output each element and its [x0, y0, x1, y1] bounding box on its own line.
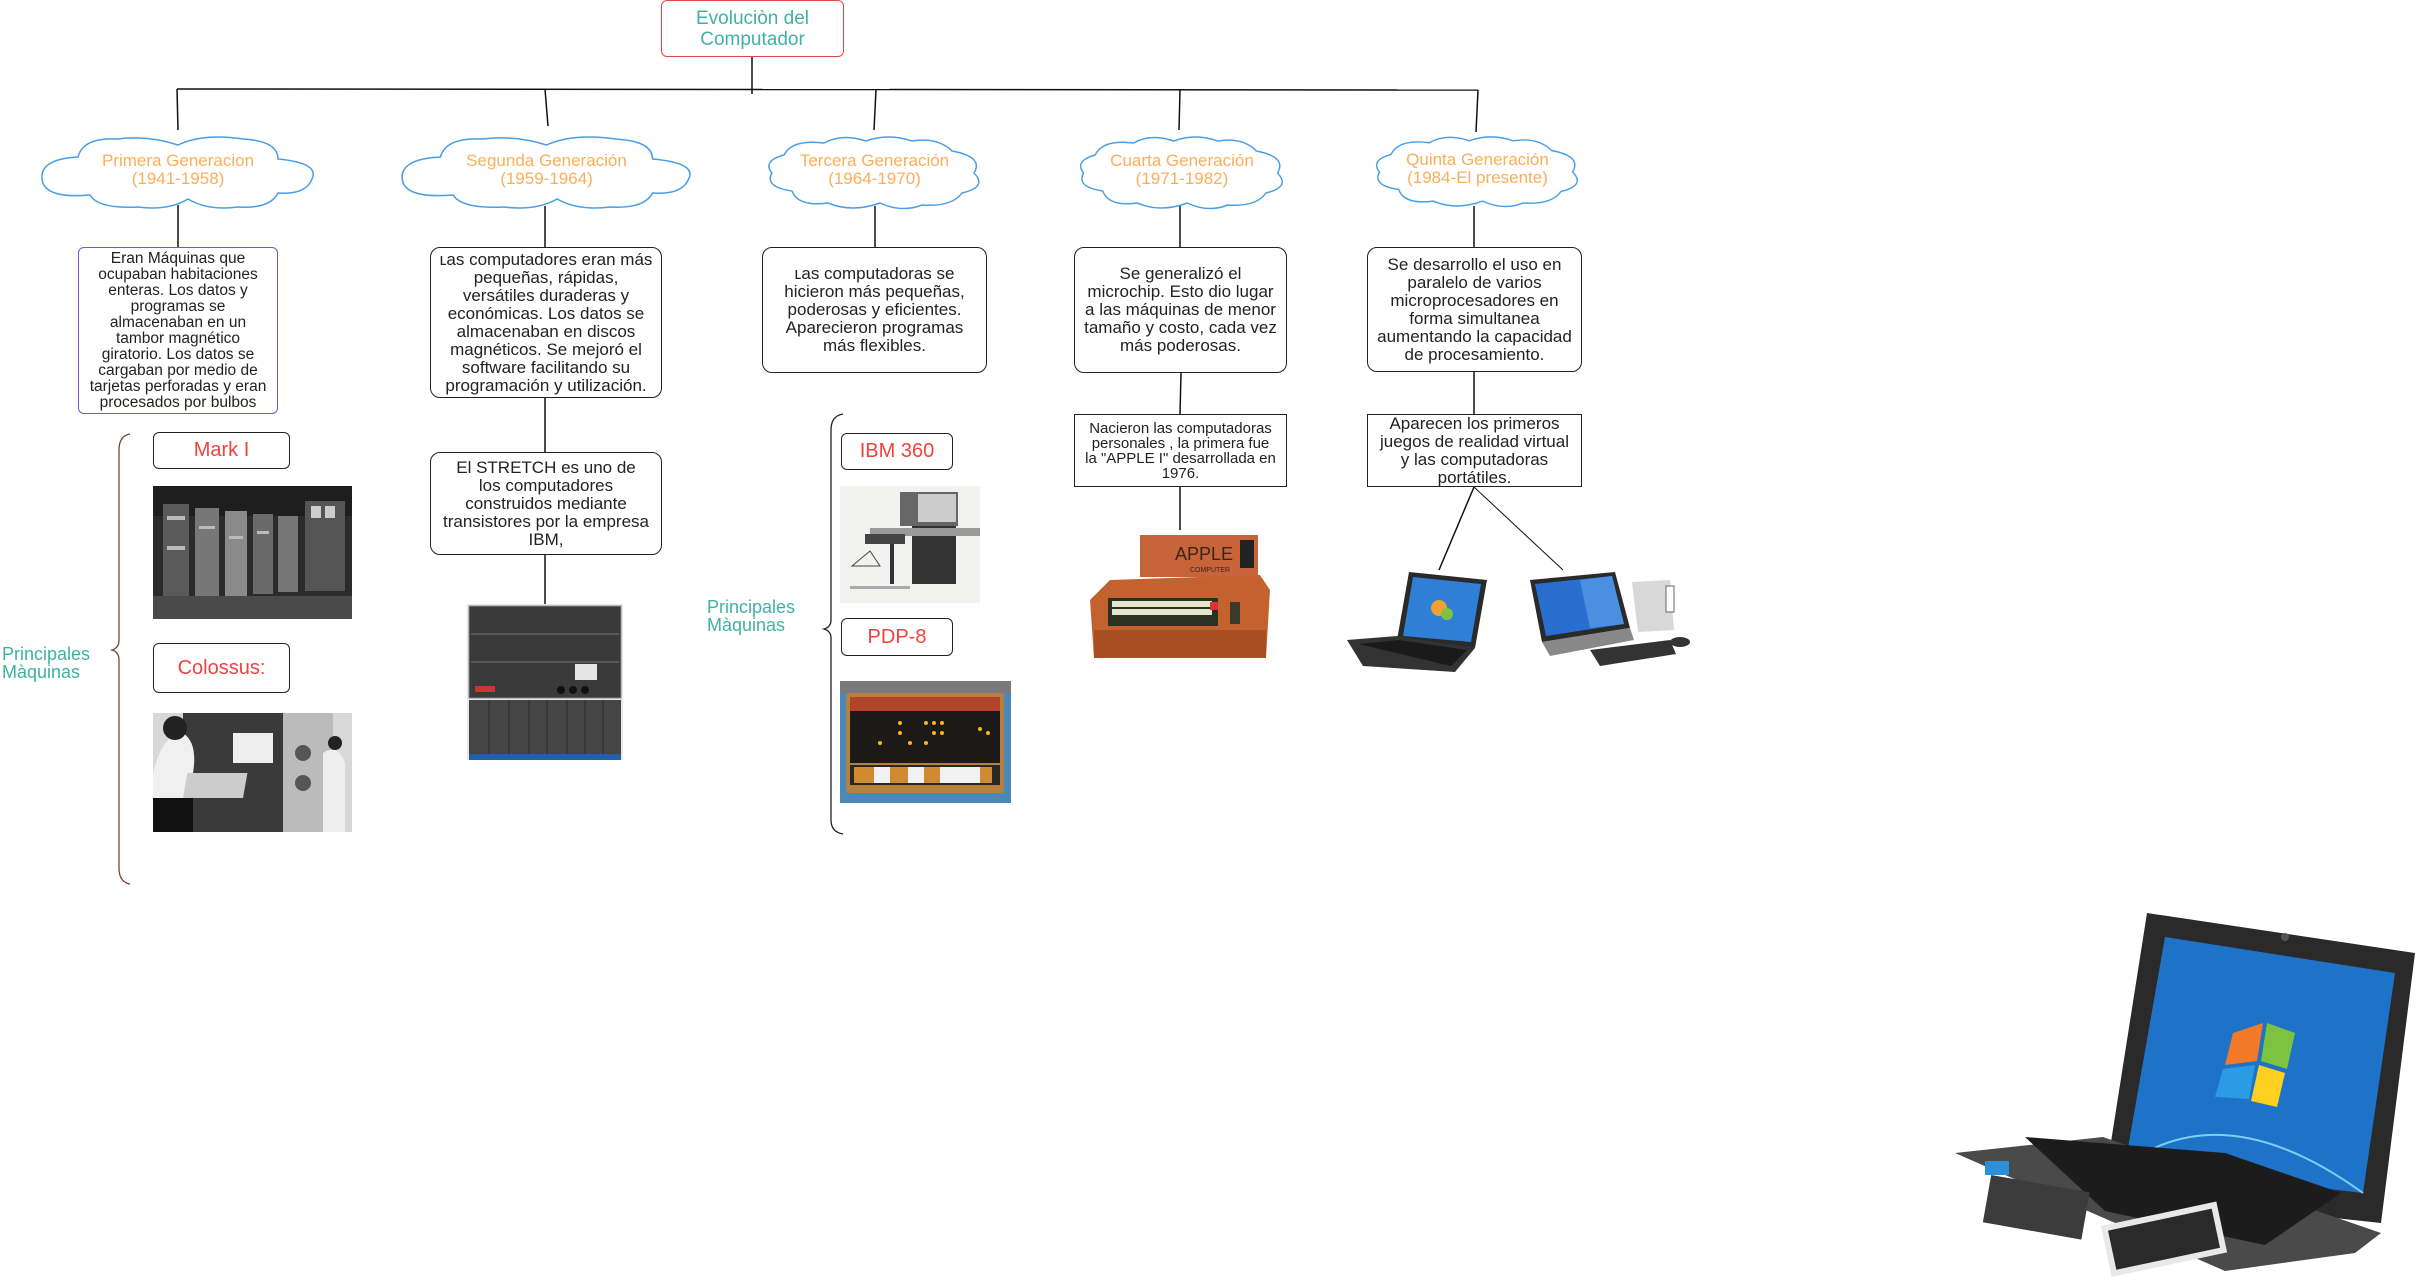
tercera-generacion-description[interactable]: ʟas computadoras se hicieron más pequeña…: [762, 247, 987, 373]
apple-i-photo: APPLE COMPUTER: [1080, 530, 1278, 670]
ibm-360-label[interactable]: IBM 360: [841, 433, 953, 470]
cloud-shape-icon: [1080, 136, 1283, 210]
netbook-photo: [1347, 570, 1488, 673]
root-title-box[interactable]: Evoluciòn del Computador: [661, 0, 844, 57]
realidad-virtual-description[interactable]: Aparecen los primeros juegos de realidad…: [1367, 414, 1582, 487]
cloud-label: Tercera Generación (1964-1970): [799, 151, 950, 188]
cloud-quinta-generacion[interactable]: Quinta Generación (1984-El presente): [1370, 133, 1585, 208]
cloud-label: Primera Generacion (1941-1958): [101, 151, 255, 188]
large-netbook-photo: [1925, 893, 2422, 1279]
cloud-shape-icon: [768, 136, 980, 210]
pdp-8-label[interactable]: PDP-8: [841, 618, 953, 656]
ibm-360-label-text: IBM 360: [859, 440, 935, 462]
colossus-label-text: Colossus:: [177, 656, 266, 679]
cloud-primera-generacion[interactable]: Primera Generacion (1941-1958): [38, 133, 318, 209]
cloud-label: Cuarta Generación (1971-1982): [1110, 151, 1254, 188]
cloud-label: Segunda Generación (1959-1964): [466, 151, 627, 188]
principales-maquinas-label-1: Principales Màquinas: [2, 644, 91, 682]
mark-i-label-text: Mark I: [193, 439, 250, 461]
svg-text:COMPUTER: COMPUTER: [1190, 567, 1230, 574]
svg-text:APPLE: APPLE: [1175, 544, 1233, 564]
cloud-label: Quinta Generación (1984-El presente): [1406, 150, 1549, 187]
primera-generacion-description[interactable]: Eran Máquinas que ocupaban habitaciones …: [78, 247, 278, 414]
cloud-shape-icon: [41, 136, 314, 209]
stretch-description[interactable]: El STRETCH es uno de los computadores co…: [430, 452, 662, 555]
principales-maquinas-label-3: Principales Màquinas: [707, 597, 796, 635]
colossus-label[interactable]: Colossus:: [153, 643, 290, 693]
all-in-one-desktop-photo: [1520, 570, 1700, 670]
cloud-segunda-generacion[interactable]: Segunda Generación (1959-1964): [398, 133, 695, 209]
cuarta-generacion-description[interactable]: Se generalizó el microchip. Esto dio lug…: [1074, 247, 1287, 373]
colossus-photo: [153, 713, 352, 832]
ibm-360-photo: [840, 486, 980, 603]
ibm-stretch-photo: [467, 604, 623, 760]
mark-i-photo: [153, 486, 352, 619]
quinta-generacion-description[interactable]: Se desarrollo el uso en paralelo de vari…: [1367, 247, 1582, 372]
mark-i-label[interactable]: Mark I: [153, 432, 290, 469]
pdp-8-photo: [840, 681, 1011, 803]
root-title: Evoluciòn del Computador: [695, 7, 810, 50]
pdp-8-label-text: PDP-8: [867, 625, 927, 648]
cloud-cuarta-generacion[interactable]: Cuarta Generación (1971-1982): [1074, 133, 1290, 210]
cloud-shape-icon: [1375, 136, 1578, 208]
cloud-shape-icon: [401, 136, 691, 209]
cloud-tercera-generacion[interactable]: Tercera Generación (1964-1970): [762, 133, 987, 210]
segunda-generacion-description[interactable]: ʟas computadores eran más pequeñas, rápi…: [430, 247, 662, 398]
apple-i-description[interactable]: Nacieron las computadoras personales , l…: [1074, 414, 1287, 487]
